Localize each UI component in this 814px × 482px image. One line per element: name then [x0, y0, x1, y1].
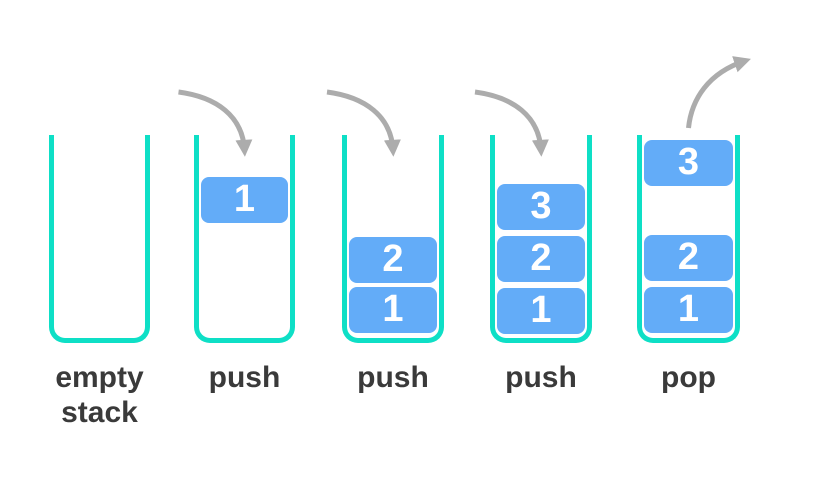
stack-block-value: 2	[382, 238, 404, 280]
stack-container-pop-step: 3 2 1	[637, 135, 740, 343]
stack-label-empty-stack: empty stack	[55, 361, 144, 429]
stack-label-push-step-2: push	[357, 361, 429, 394]
stack-block-value: 1	[233, 178, 256, 220]
stack-block: 2	[497, 236, 585, 282]
pop-arrow-icon	[686, 56, 751, 129]
stack-label-pop-step: pop	[661, 361, 716, 394]
stack-label-push-step-1: push	[208, 361, 281, 394]
stack-block: 1	[497, 288, 585, 334]
stack-block: 1	[644, 287, 733, 333]
stack-container-push-step-3: 3 2 1	[490, 135, 592, 343]
stack-block-value: 2	[677, 236, 700, 278]
stack-label-push-step-3: push	[505, 361, 577, 394]
stack-block-value: 1	[382, 288, 404, 330]
stack-block-value: 1	[677, 288, 700, 330]
stack-block-value: 3	[677, 141, 700, 183]
stack-container-push-step-1: 1	[194, 135, 295, 343]
stack-block: 3	[497, 184, 585, 230]
stack-container-empty-stack	[49, 135, 150, 343]
stack-block: 1	[201, 177, 288, 223]
stack-block: 2	[349, 237, 437, 283]
stack-block: 3	[644, 140, 733, 186]
stack-block-value: 2	[530, 237, 552, 279]
stack-block: 1	[349, 287, 437, 333]
stack-block-value: 1	[530, 289, 552, 331]
stack-block: 2	[644, 235, 733, 281]
stack-block-value: 3	[530, 185, 552, 227]
